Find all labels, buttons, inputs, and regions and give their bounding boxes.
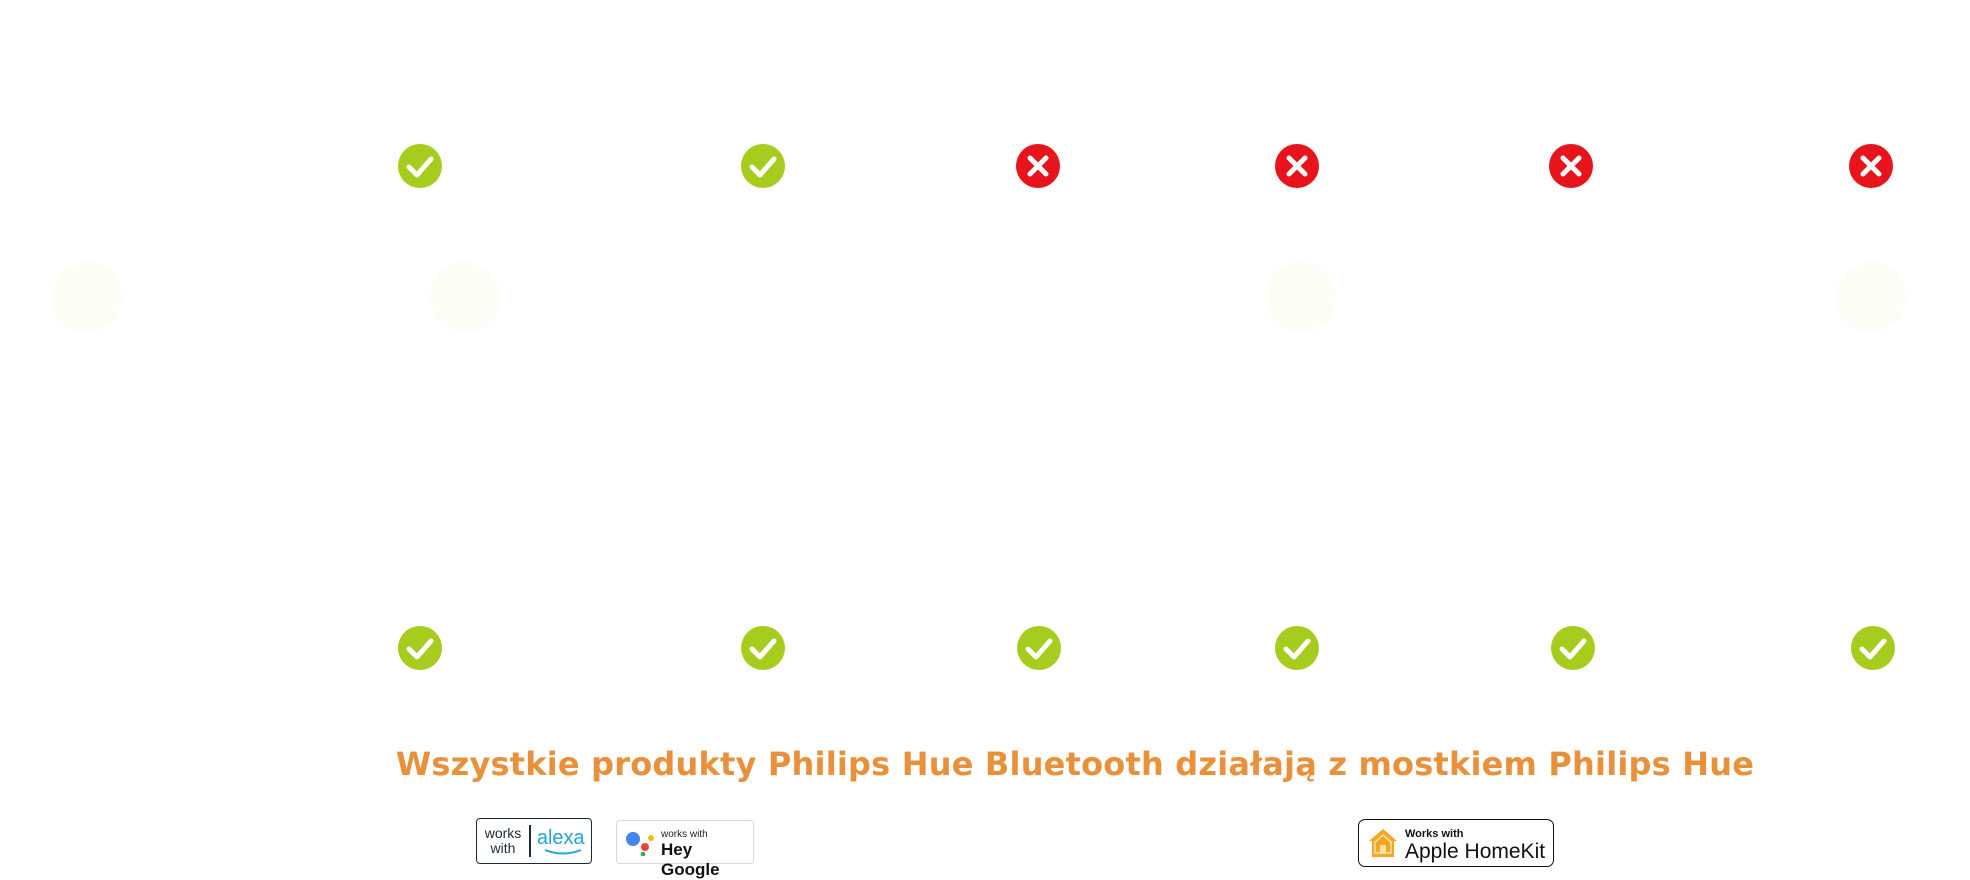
check-circle-icon [1016,625,1062,671]
background-glow [1836,262,1906,332]
cross-circle-icon [1274,143,1320,189]
cross-circle-icon [1548,143,1594,189]
check-circle-icon [740,143,786,189]
compatibility-row-top [0,143,1970,189]
background-glow [430,262,500,332]
cross-circle-icon [1848,143,1894,189]
homekit-brand-label: Apple HomeKit [1405,840,1546,863]
cross-circle-icon [1015,143,1061,189]
check-circle-icon [740,625,786,671]
alexa-works-label: works [484,825,522,841]
google-works-with-label: works with [661,829,708,840]
google-brand-label: Hey Google [661,840,720,879]
check-circle-icon [1850,625,1896,671]
check-circle-icon [1274,625,1320,671]
works-with-hey-google-badge: works with Hey Google [616,820,754,879]
homekit-works-with-label: Works with [1405,828,1464,840]
check-circle-icon [397,625,443,671]
check-circle-icon [1550,625,1596,671]
bridge-compatibility-headline: Wszystkie produkty Philips Hue Bluetooth… [395,745,1755,783]
home-icon [1369,829,1397,857]
google-assistant-icon [626,832,654,856]
alexa-brand-label: alexa [536,826,585,849]
alexa-with-label: with [490,840,516,856]
background-glow [1266,262,1336,332]
works-with-alexa-badge: works with alexa [476,818,592,864]
background-glow [52,262,122,332]
works-with-homekit-badge: Works with Apple HomeKit [1358,819,1554,867]
badge-divider [529,825,531,857]
check-circle-icon [397,143,443,189]
alexa-smile-icon [544,848,581,854]
compatibility-row-bottom [0,625,1970,671]
